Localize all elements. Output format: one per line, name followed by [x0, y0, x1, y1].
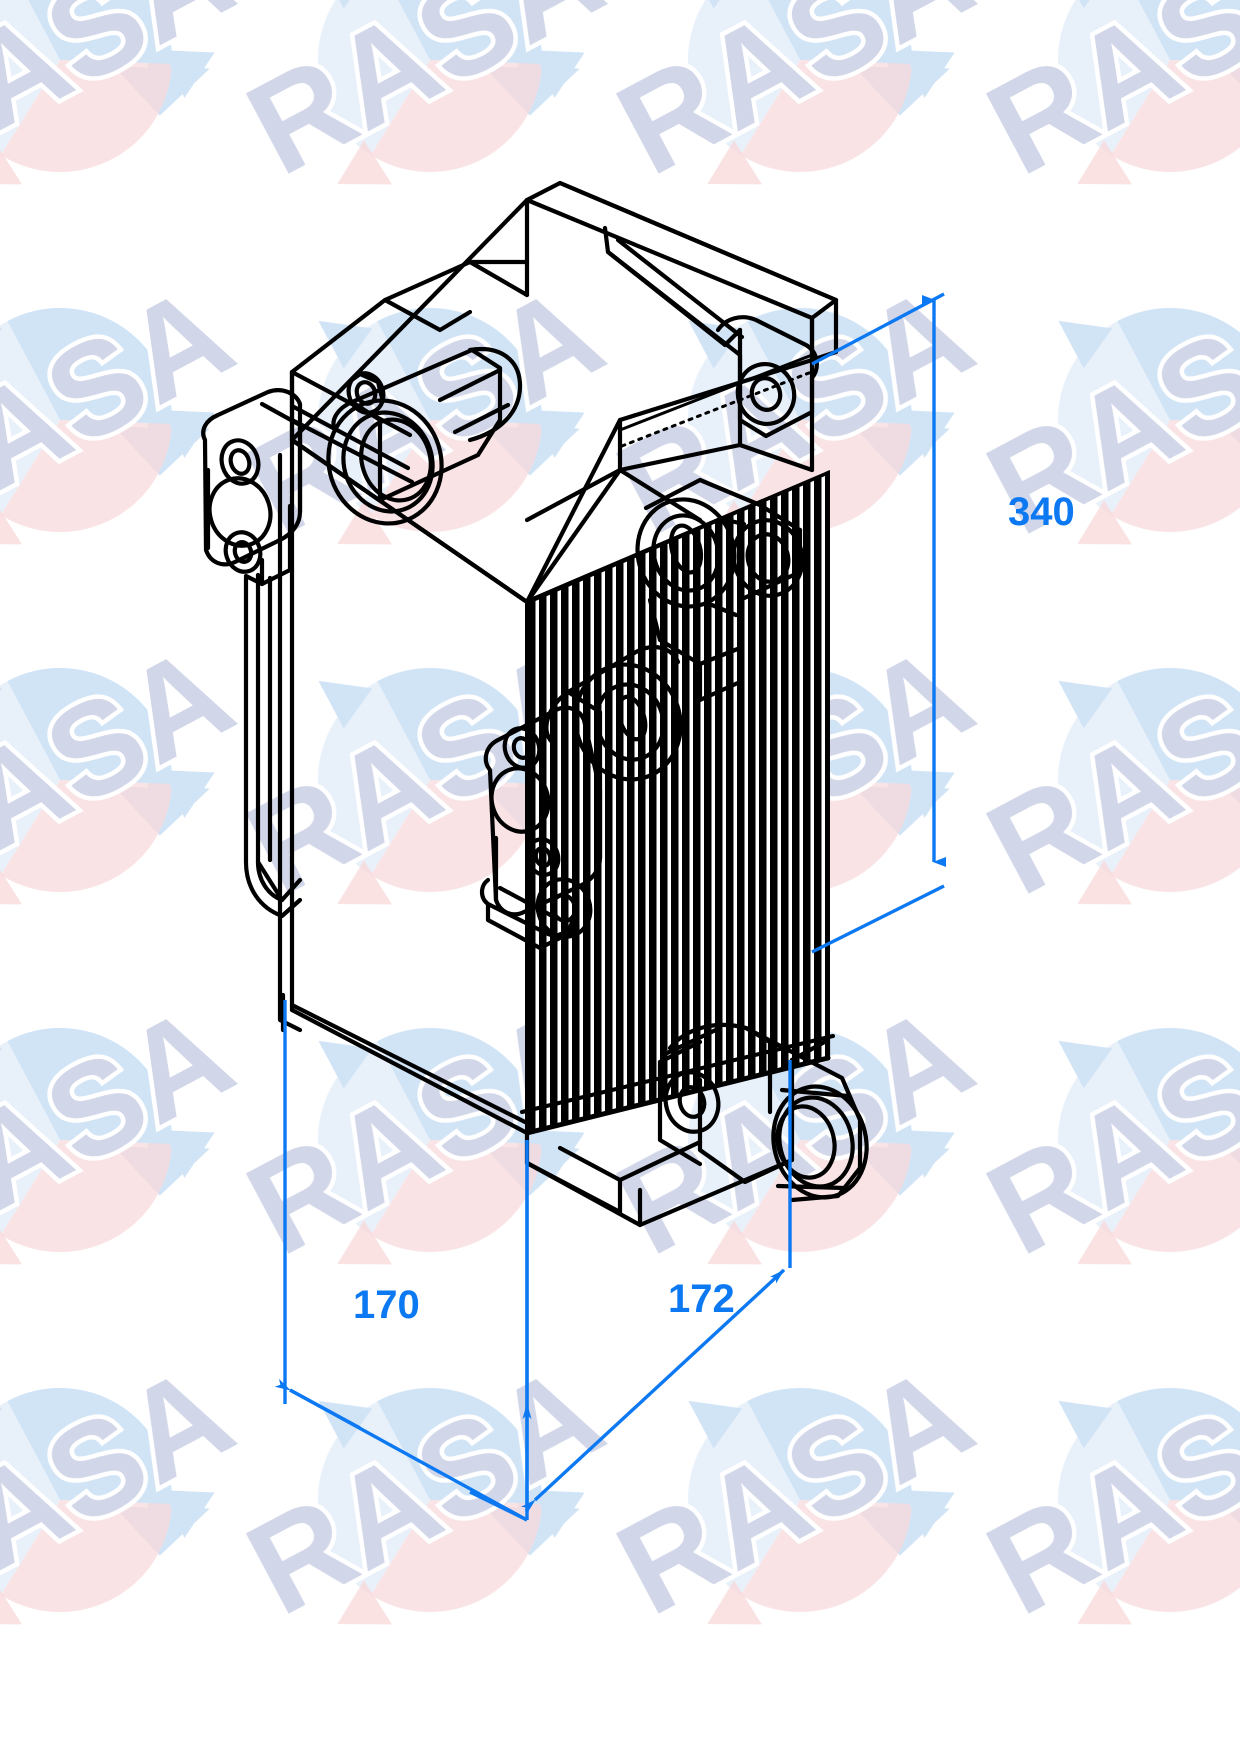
dimension-label-170: 170: [353, 1283, 420, 1327]
dimension-170: [274, 1000, 532, 1522]
fin-core: [520, 470, 835, 1136]
upper-inlet-neck: [326, 346, 523, 526]
dimension-label-340: 340: [1008, 490, 1075, 534]
dimension-layer: [274, 292, 946, 1522]
dimension-172: [520, 1060, 792, 1514]
left-mounting-bracket: [201, 388, 303, 587]
dimension-340: [811, 292, 946, 954]
dimension-label-172: 172: [668, 1277, 735, 1321]
dimension-labels: 340 170 172: [353, 490, 1075, 1327]
top-tank: [289, 180, 839, 605]
mid-mounting-boss: [479, 644, 683, 951]
right-double-boss: [635, 477, 805, 703]
right-mounting-lug: [715, 315, 819, 439]
lower-outlet-neck: [657, 1022, 869, 1203]
